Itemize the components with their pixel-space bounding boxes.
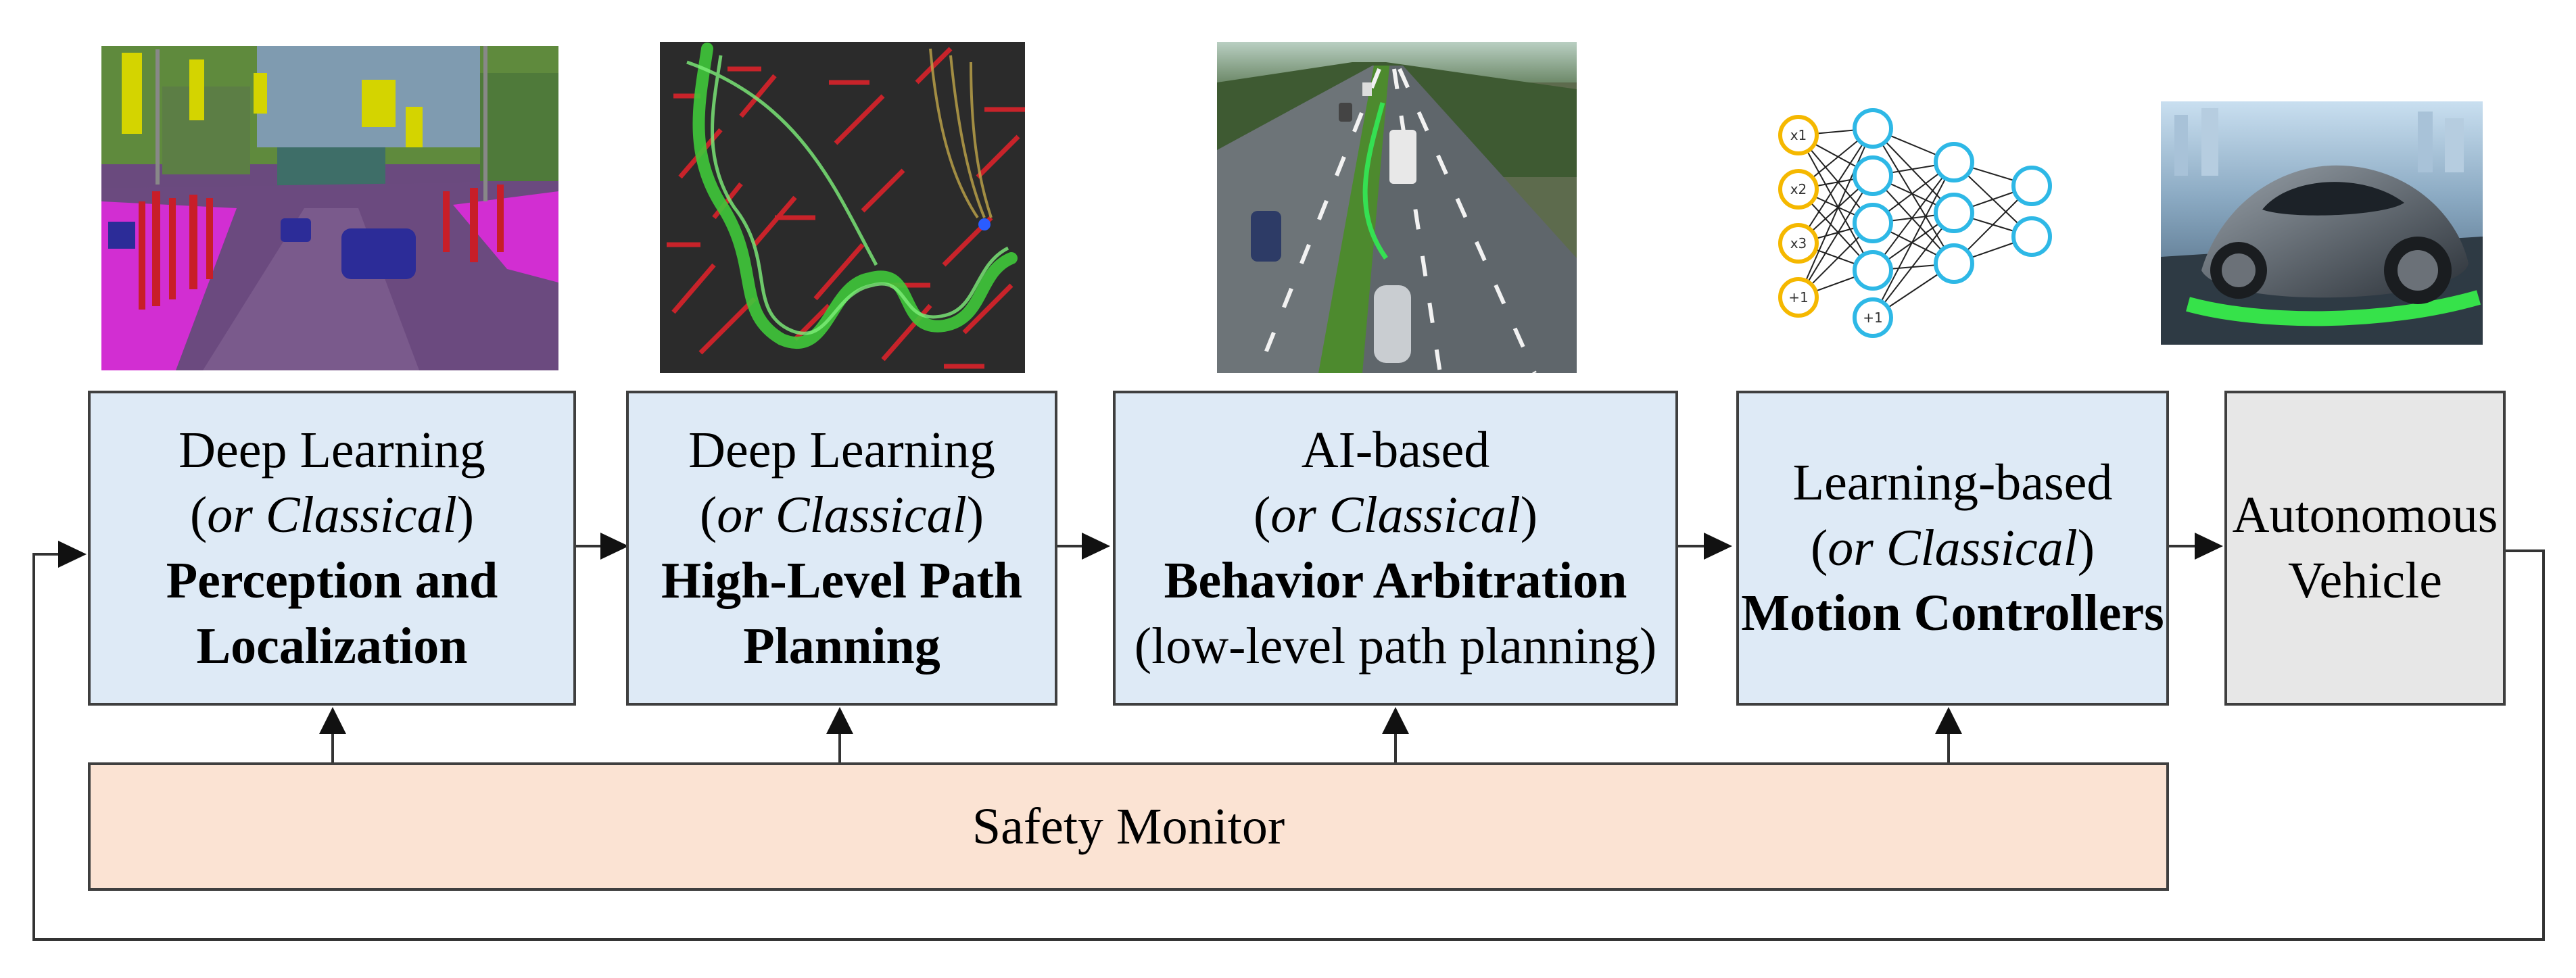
classical-label: or Classical: [207, 487, 457, 544]
block-1-classical-line: (or Classical): [190, 483, 474, 548]
safety-monitor-block: Safety Monitor: [88, 762, 2169, 891]
block-5-line1: Autonomous: [2232, 487, 2498, 544]
nn-input-node: [1778, 115, 1819, 155]
neural-network-image: x1 x2 x3 +1 +1: [1771, 101, 2082, 338]
block-4-title: Motion Controllers: [1741, 585, 2164, 642]
high-level-path-planning-block: Deep Learning (or Classical) High-Level …: [626, 391, 1057, 706]
paren-open: (: [1253, 487, 1271, 544]
nn-edge: [1798, 135, 1874, 271]
safety-monitor-label: Safety Monitor: [972, 798, 1285, 855]
nn-input-node: [1778, 223, 1819, 264]
autonomous-vehicle-block: Autonomous Vehicle: [2224, 391, 2506, 706]
block-2-classical-line: (or Classical): [700, 483, 984, 548]
perception-localization-block: Deep Learning (or Classical) Perception …: [88, 391, 576, 706]
block-4-classical-line: (or Classical): [1811, 516, 2095, 581]
block-3-subtitle: AI-based: [1301, 421, 1490, 479]
nn-node: [1853, 108, 1893, 149]
nn-edge: [1798, 175, 1874, 298]
nn-edge: [1872, 162, 1955, 271]
paren-open: (: [699, 487, 717, 544]
arrowhead-up-3: [1382, 707, 1409, 734]
arrowhead-4: [2195, 533, 2223, 560]
classical-label: or Classical: [1828, 519, 2078, 577]
feedback-loop-line: [32, 549, 2545, 941]
block-5-line2: Vehicle: [2288, 552, 2442, 609]
nn-node-label: x2: [1790, 181, 1807, 197]
vehicle-image: [2161, 101, 2483, 345]
arrowhead-2: [1082, 533, 1110, 560]
block-1-title-line1: Perception and: [166, 552, 498, 609]
nn-edge: [1798, 128, 1874, 298]
block-1-subtitle: Deep Learning: [178, 421, 485, 479]
paren-close: ): [456, 487, 475, 544]
arrowhead-3: [1704, 533, 1732, 560]
paren-open: (: [189, 487, 208, 544]
classical-label: or Classical: [717, 487, 967, 544]
nn-node-label: x1: [1790, 127, 1807, 143]
highway-image: [1217, 42, 1577, 373]
nn-node: [1934, 243, 1974, 284]
nn-node-label: +1: [1863, 310, 1882, 326]
block-2-title-line2: Planning: [743, 617, 940, 675]
nn-input-node: [1778, 169, 1819, 210]
nn-edge: [1872, 162, 1955, 318]
paren-open: (: [1810, 519, 1828, 577]
arrowhead-feedback: [58, 541, 87, 568]
motion-controllers-block: Learning-based (or Classical) Motion Con…: [1736, 391, 2169, 706]
arrowhead-up-2: [826, 707, 853, 734]
block-2-title-line1: High-Level Path: [661, 552, 1023, 609]
block-3-note: (low-level path planning): [1134, 617, 1657, 675]
path-planning-image: [660, 42, 1025, 373]
nn-node: [1853, 250, 1893, 291]
nn-input-node: [1778, 277, 1819, 318]
block-3-classical-line: (or Classical): [1254, 483, 1537, 548]
behavior-arbitration-block: AI-based (or Classical) Behavior Arbitra…: [1113, 391, 1678, 706]
paren-close: ): [1520, 487, 1538, 544]
paren-close: ): [2077, 519, 2095, 577]
block-4-subtitle: Learning-based: [1792, 454, 2113, 512]
nn-edge: [1872, 128, 1955, 264]
arrowhead-up-1: [319, 707, 346, 734]
nn-node: [2011, 216, 2052, 257]
arrowhead-1: [600, 533, 629, 560]
block-3-title: Behavior Arbitration: [1164, 552, 1627, 609]
nn-edge: [1872, 212, 1955, 318]
nn-node: [2011, 166, 2052, 206]
block-1-title-line2: Localization: [196, 617, 468, 675]
nn-node-label: +1: [1788, 289, 1808, 305]
nn-node: [1853, 203, 1893, 243]
nn-edge: [1798, 128, 1874, 244]
nn-node: [1853, 155, 1893, 196]
nn-node: [1934, 142, 1974, 182]
arrowhead-up-4: [1935, 707, 1962, 734]
classical-label: or Classical: [1270, 487, 1521, 544]
nn-node-label: x3: [1790, 235, 1807, 251]
nn-node: [1934, 193, 1974, 233]
paren-close: ): [966, 487, 984, 544]
segmentation-image: [101, 46, 558, 370]
block-2-subtitle: Deep Learning: [688, 421, 995, 479]
nn-node: [1853, 297, 1893, 338]
